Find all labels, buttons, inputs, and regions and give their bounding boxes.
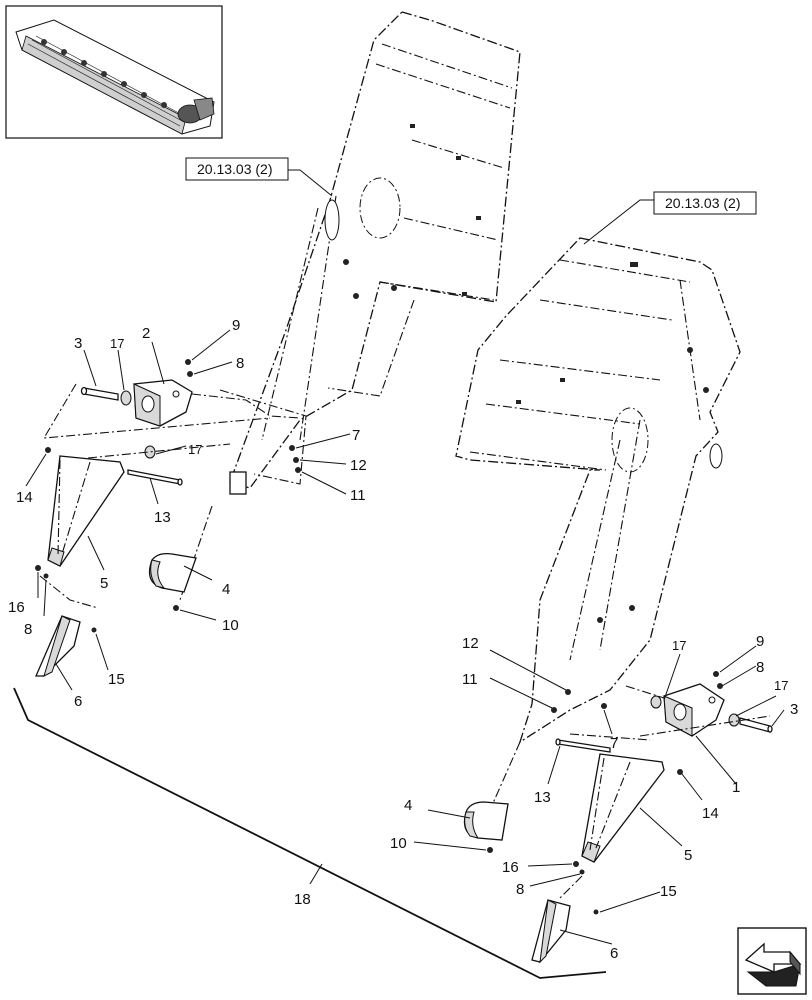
right-bushing-17a bbox=[650, 695, 662, 709]
callout-8-right-b: 8 bbox=[516, 881, 524, 898]
callout-6-right: 6 bbox=[610, 945, 618, 962]
left-bolt-7 bbox=[289, 445, 295, 451]
callout-17-left-b: 17 bbox=[188, 442, 202, 457]
callout-4-right: 4 bbox=[404, 797, 412, 814]
right-bolt-14 bbox=[677, 769, 683, 775]
callout-12-left: 12 bbox=[350, 457, 367, 474]
callout-5-right: 5 bbox=[684, 847, 692, 864]
left-bolt-10 bbox=[173, 605, 179, 611]
header-thumbnail-icon bbox=[5, 5, 223, 139]
right-skid-4 bbox=[463, 801, 509, 841]
leader-lines-right bbox=[413, 645, 785, 945]
callout-14-left: 14 bbox=[16, 489, 33, 506]
callout-8-right-a: 8 bbox=[756, 659, 764, 676]
left-pin-3 bbox=[80, 386, 119, 401]
right-bracket-1 bbox=[663, 683, 725, 737]
left-nut-9 bbox=[185, 359, 191, 365]
callout-10-left: 10 bbox=[222, 617, 239, 634]
callout-17-right-b: 17 bbox=[774, 678, 788, 693]
right-bushing-17b bbox=[728, 713, 740, 727]
right-frame-phantom bbox=[455, 237, 741, 811]
back-arrow-icon[interactable] bbox=[737, 927, 807, 995]
right-rod-13 bbox=[555, 738, 611, 753]
callout-7-right: 7 bbox=[610, 735, 618, 752]
callout-5-left: 5 bbox=[100, 575, 108, 592]
callout-8-left-b: 8 bbox=[24, 621, 32, 638]
left-skid-4 bbox=[148, 552, 197, 593]
assembly-bracket-18 bbox=[13, 687, 607, 979]
callout-12-right: 12 bbox=[462, 635, 479, 652]
reference-text-right: 20.13.03 (2) bbox=[665, 195, 741, 211]
left-rod-13 bbox=[127, 469, 183, 486]
right-washer-11 bbox=[551, 707, 557, 713]
callout-2-left: 2 bbox=[142, 325, 150, 342]
left-bolt-15 bbox=[91, 627, 97, 633]
right-bolt-15 bbox=[593, 909, 599, 915]
right-bolt-7 bbox=[601, 703, 607, 709]
leader-lines-left bbox=[25, 329, 351, 691]
callout-17-right-a: 17 bbox=[672, 638, 686, 653]
callout-18: 18 bbox=[294, 891, 311, 908]
left-washer-11 bbox=[295, 467, 301, 473]
callout-16-right: 16 bbox=[502, 859, 519, 876]
callout-11-right: 11 bbox=[462, 671, 478, 688]
right-nut-12 bbox=[565, 689, 571, 695]
left-point-6 bbox=[35, 615, 81, 677]
right-shield-5 bbox=[581, 753, 665, 863]
callout-7-left: 7 bbox=[352, 427, 360, 444]
callout-8-left-a: 8 bbox=[236, 355, 244, 372]
right-bolt-10 bbox=[487, 847, 493, 853]
callout-15-left: 15 bbox=[108, 671, 125, 688]
reference-box-left[interactable]: 20.13.03 (2) bbox=[185, 157, 289, 181]
right-point-6 bbox=[531, 899, 571, 964]
left-bushing-17a bbox=[120, 390, 132, 406]
callout-9-left: 9 bbox=[232, 317, 240, 334]
reference-box-right[interactable]: 20.13.03 (2) bbox=[653, 191, 757, 215]
callout-15-right: 15 bbox=[660, 883, 677, 900]
right-washer-8 bbox=[717, 683, 723, 689]
left-shield-5 bbox=[47, 455, 125, 567]
callout-14-right: 14 bbox=[702, 805, 719, 822]
callout-10-right: 10 bbox=[390, 835, 407, 852]
reference-text-left: 20.13.03 (2) bbox=[197, 161, 273, 177]
left-bracket-2 bbox=[133, 379, 193, 427]
left-frame-phantom bbox=[179, 11, 521, 601]
callout-1-right: 1 bbox=[732, 779, 740, 796]
left-bolt-14 bbox=[45, 447, 51, 453]
callout-3-right: 3 bbox=[790, 701, 798, 718]
left-washer-8b bbox=[43, 573, 49, 579]
callout-17-left-a: 17 bbox=[110, 336, 124, 351]
callout-9-right: 9 bbox=[756, 633, 764, 650]
callout-6-left: 6 bbox=[74, 693, 82, 710]
left-washer-8 bbox=[187, 371, 193, 377]
left-nut-12 bbox=[293, 457, 299, 463]
left-bolt-16 bbox=[35, 565, 41, 571]
callout-16-left: 16 bbox=[8, 599, 25, 616]
callout-13-left: 13 bbox=[154, 509, 171, 526]
right-bolt-16 bbox=[573, 861, 579, 867]
callout-4-left: 4 bbox=[222, 581, 230, 598]
callout-13-right: 13 bbox=[534, 789, 551, 806]
right-nut-9 bbox=[713, 671, 719, 677]
right-pin-3 bbox=[739, 717, 773, 733]
callout-3-left: 3 bbox=[74, 335, 82, 352]
right-washer-8b bbox=[579, 869, 585, 875]
callout-11-left: 11 bbox=[350, 487, 366, 504]
